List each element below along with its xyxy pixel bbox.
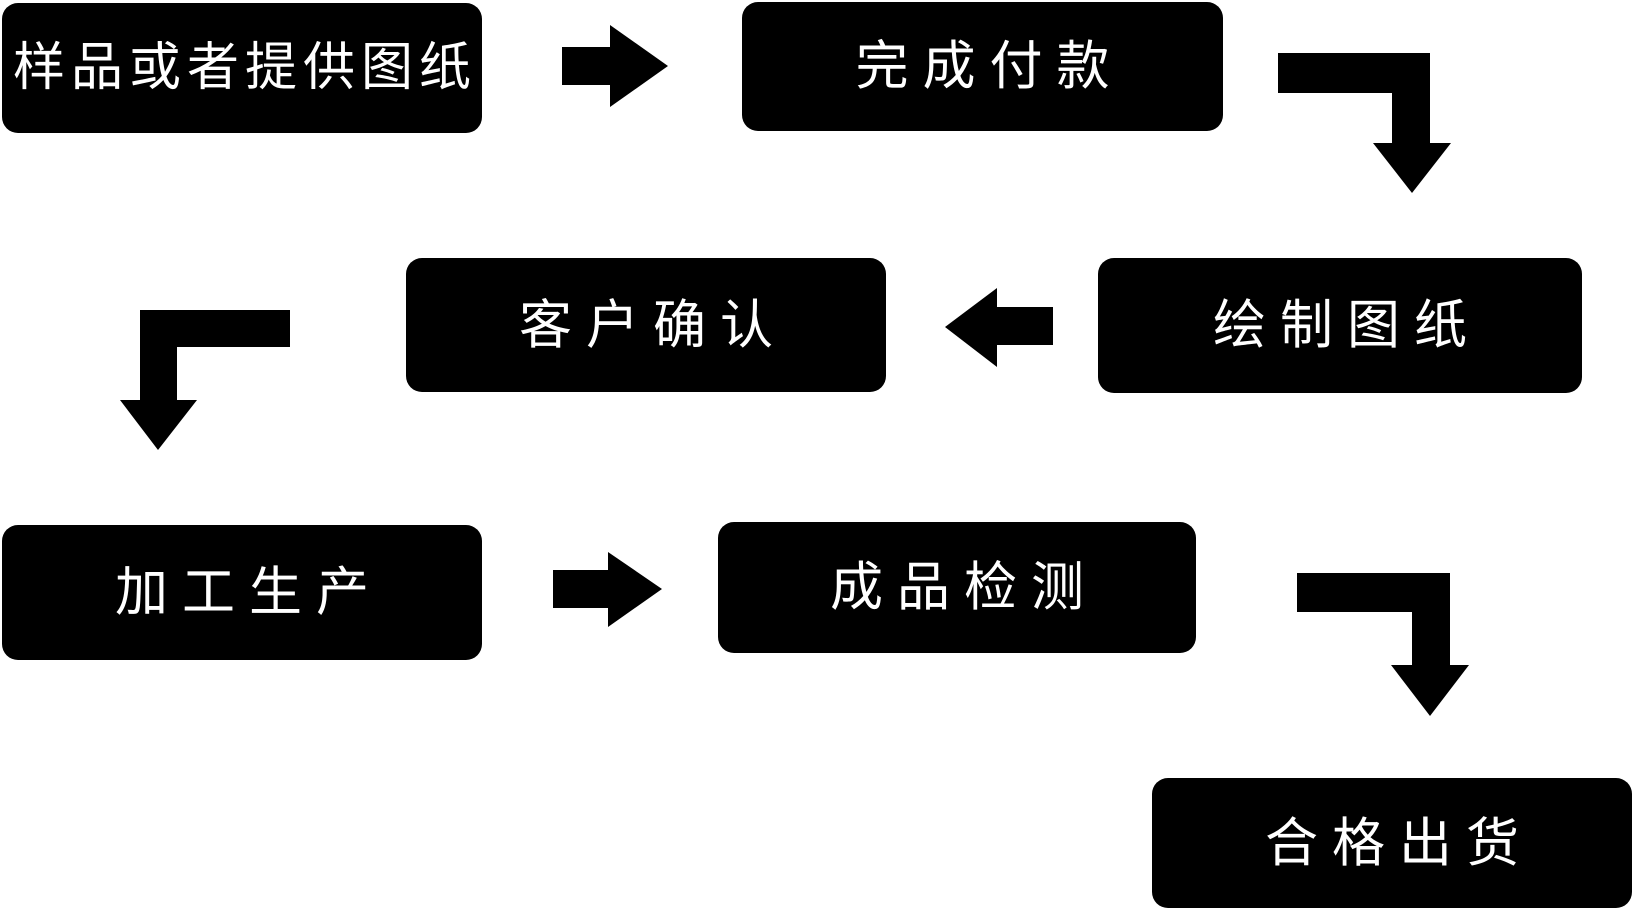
flow-node-label: 客户确认	[519, 294, 787, 356]
arrow-elbow-right-down-icon	[1278, 53, 1451, 193]
flow-node-sample-or-drawing: 样品或者提供图纸	[2, 3, 482, 133]
flow-node-qualified-shipment: 合格出货	[1152, 778, 1632, 908]
arrow-left-icon	[945, 288, 1053, 367]
flow-node-label: 成品检测	[830, 557, 1098, 618]
flow-node-finished-product-inspection: 成品检测	[718, 522, 1196, 653]
arrow-right-icon	[553, 552, 662, 627]
flow-node-label: 样品或者提供图纸	[12, 38, 477, 98]
flow-node-label: 加工生产	[115, 562, 383, 623]
flow-node-customer-confirmation: 客户确认	[406, 258, 886, 392]
arrow-elbow-right-down-icon	[1297, 573, 1469, 716]
flow-node-label: 完成付款	[855, 36, 1124, 97]
flow-node-draw-drawings: 绘制图纸	[1098, 258, 1582, 393]
flow-node-label: 绘制图纸	[1213, 295, 1481, 356]
flow-node-label: 合格出货	[1265, 812, 1533, 874]
flow-node-processing-production: 加工生产	[2, 525, 482, 660]
flow-node-complete-payment: 完成付款	[742, 2, 1223, 131]
arrow-elbow-left-down-icon	[120, 310, 290, 450]
arrow-right-icon	[562, 25, 668, 107]
